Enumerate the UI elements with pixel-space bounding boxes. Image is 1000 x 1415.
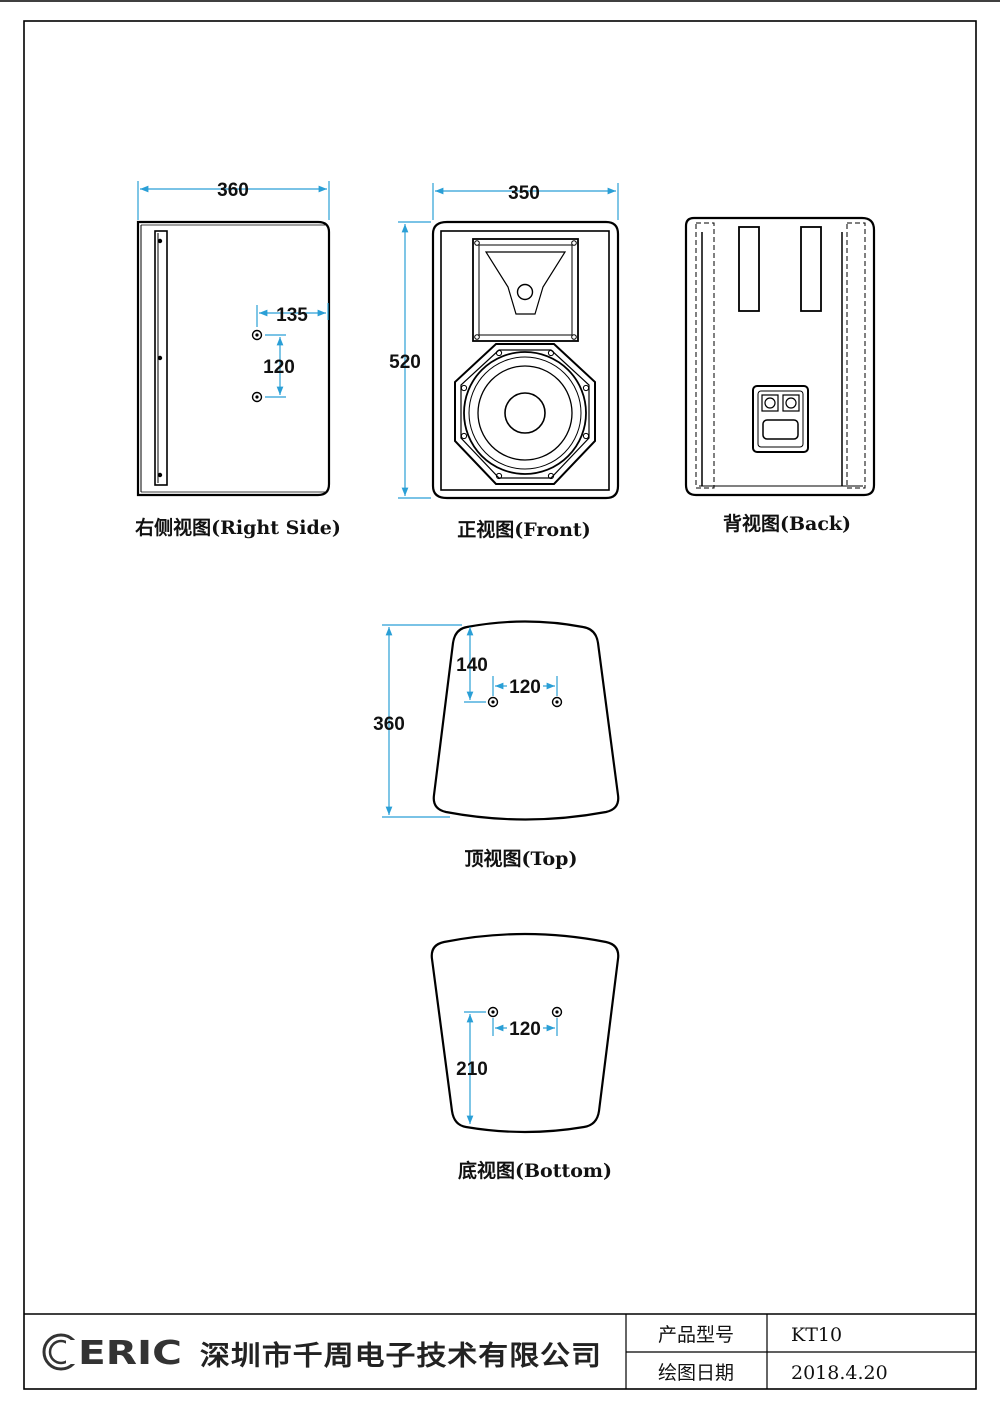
top-mount-hole: [487, 696, 499, 708]
top-caption: 顶视图(Top): [465, 847, 578, 870]
bottom-hole-spacing-dimension: 120: [509, 1019, 541, 1040]
top-offset-dimension: 140: [456, 655, 488, 676]
title-block: ERIC 深圳市千周电子技术有限公司 产品型号 KT10 绘图日期 2018.4…: [24, 1313, 976, 1389]
back-caption: 背视图(Back): [723, 512, 851, 535]
handle-slot: [738, 226, 760, 312]
front-dimensions: [398, 183, 619, 499]
bottom-caption: 底视图(Bottom): [458, 1159, 612, 1182]
top-depth-dimension: 360: [373, 714, 405, 735]
side-width-dimension: 360: [217, 180, 249, 201]
right-side-view: [136, 220, 331, 497]
front-height-dimension: 520: [389, 352, 421, 373]
side-offset-dimension: 135: [276, 305, 308, 326]
side-mount-hole: [251, 329, 263, 341]
logo-wordmark: ERIC: [78, 1333, 182, 1372]
right-side-caption: 右侧视图(Right Side): [134, 516, 341, 539]
top-view: [432, 620, 620, 821]
horn-tweeter: [472, 238, 579, 342]
side-hole-spacing-dimension: 120: [263, 357, 295, 378]
bottom-mount-hole: [551, 1006, 563, 1018]
bottom-offset-dimension: 210: [456, 1059, 488, 1080]
woofer: [454, 343, 596, 485]
date-label: 绘图日期: [658, 1362, 734, 1384]
bottom-dimensions: [464, 1011, 558, 1124]
top-hole-spacing-dimension: 120: [509, 677, 541, 698]
handle-slot: [800, 226, 822, 312]
right-side-dimensions: [137, 181, 330, 398]
input-connector-panel: [752, 385, 809, 453]
top-dimensions: [382, 624, 558, 818]
company-name: 深圳市千周电子技术有限公司: [200, 1340, 602, 1372]
side-mount-hole: [251, 391, 263, 403]
sheet-border: [23, 20, 977, 1390]
bottom-mount-hole: [487, 1006, 499, 1018]
front-caption: 正视图(Front): [457, 518, 590, 541]
eric-logo: ERIC: [42, 1333, 182, 1372]
bottom-view: [430, 932, 620, 1134]
date-value: 2018.4.20: [791, 1362, 888, 1384]
model-value: KT10: [791, 1324, 842, 1346]
top-mount-hole: [551, 696, 563, 708]
model-label: 产品型号: [658, 1324, 734, 1346]
front-view: [431, 220, 620, 500]
front-width-dimension: 350: [508, 183, 540, 204]
back-view: [684, 216, 876, 497]
